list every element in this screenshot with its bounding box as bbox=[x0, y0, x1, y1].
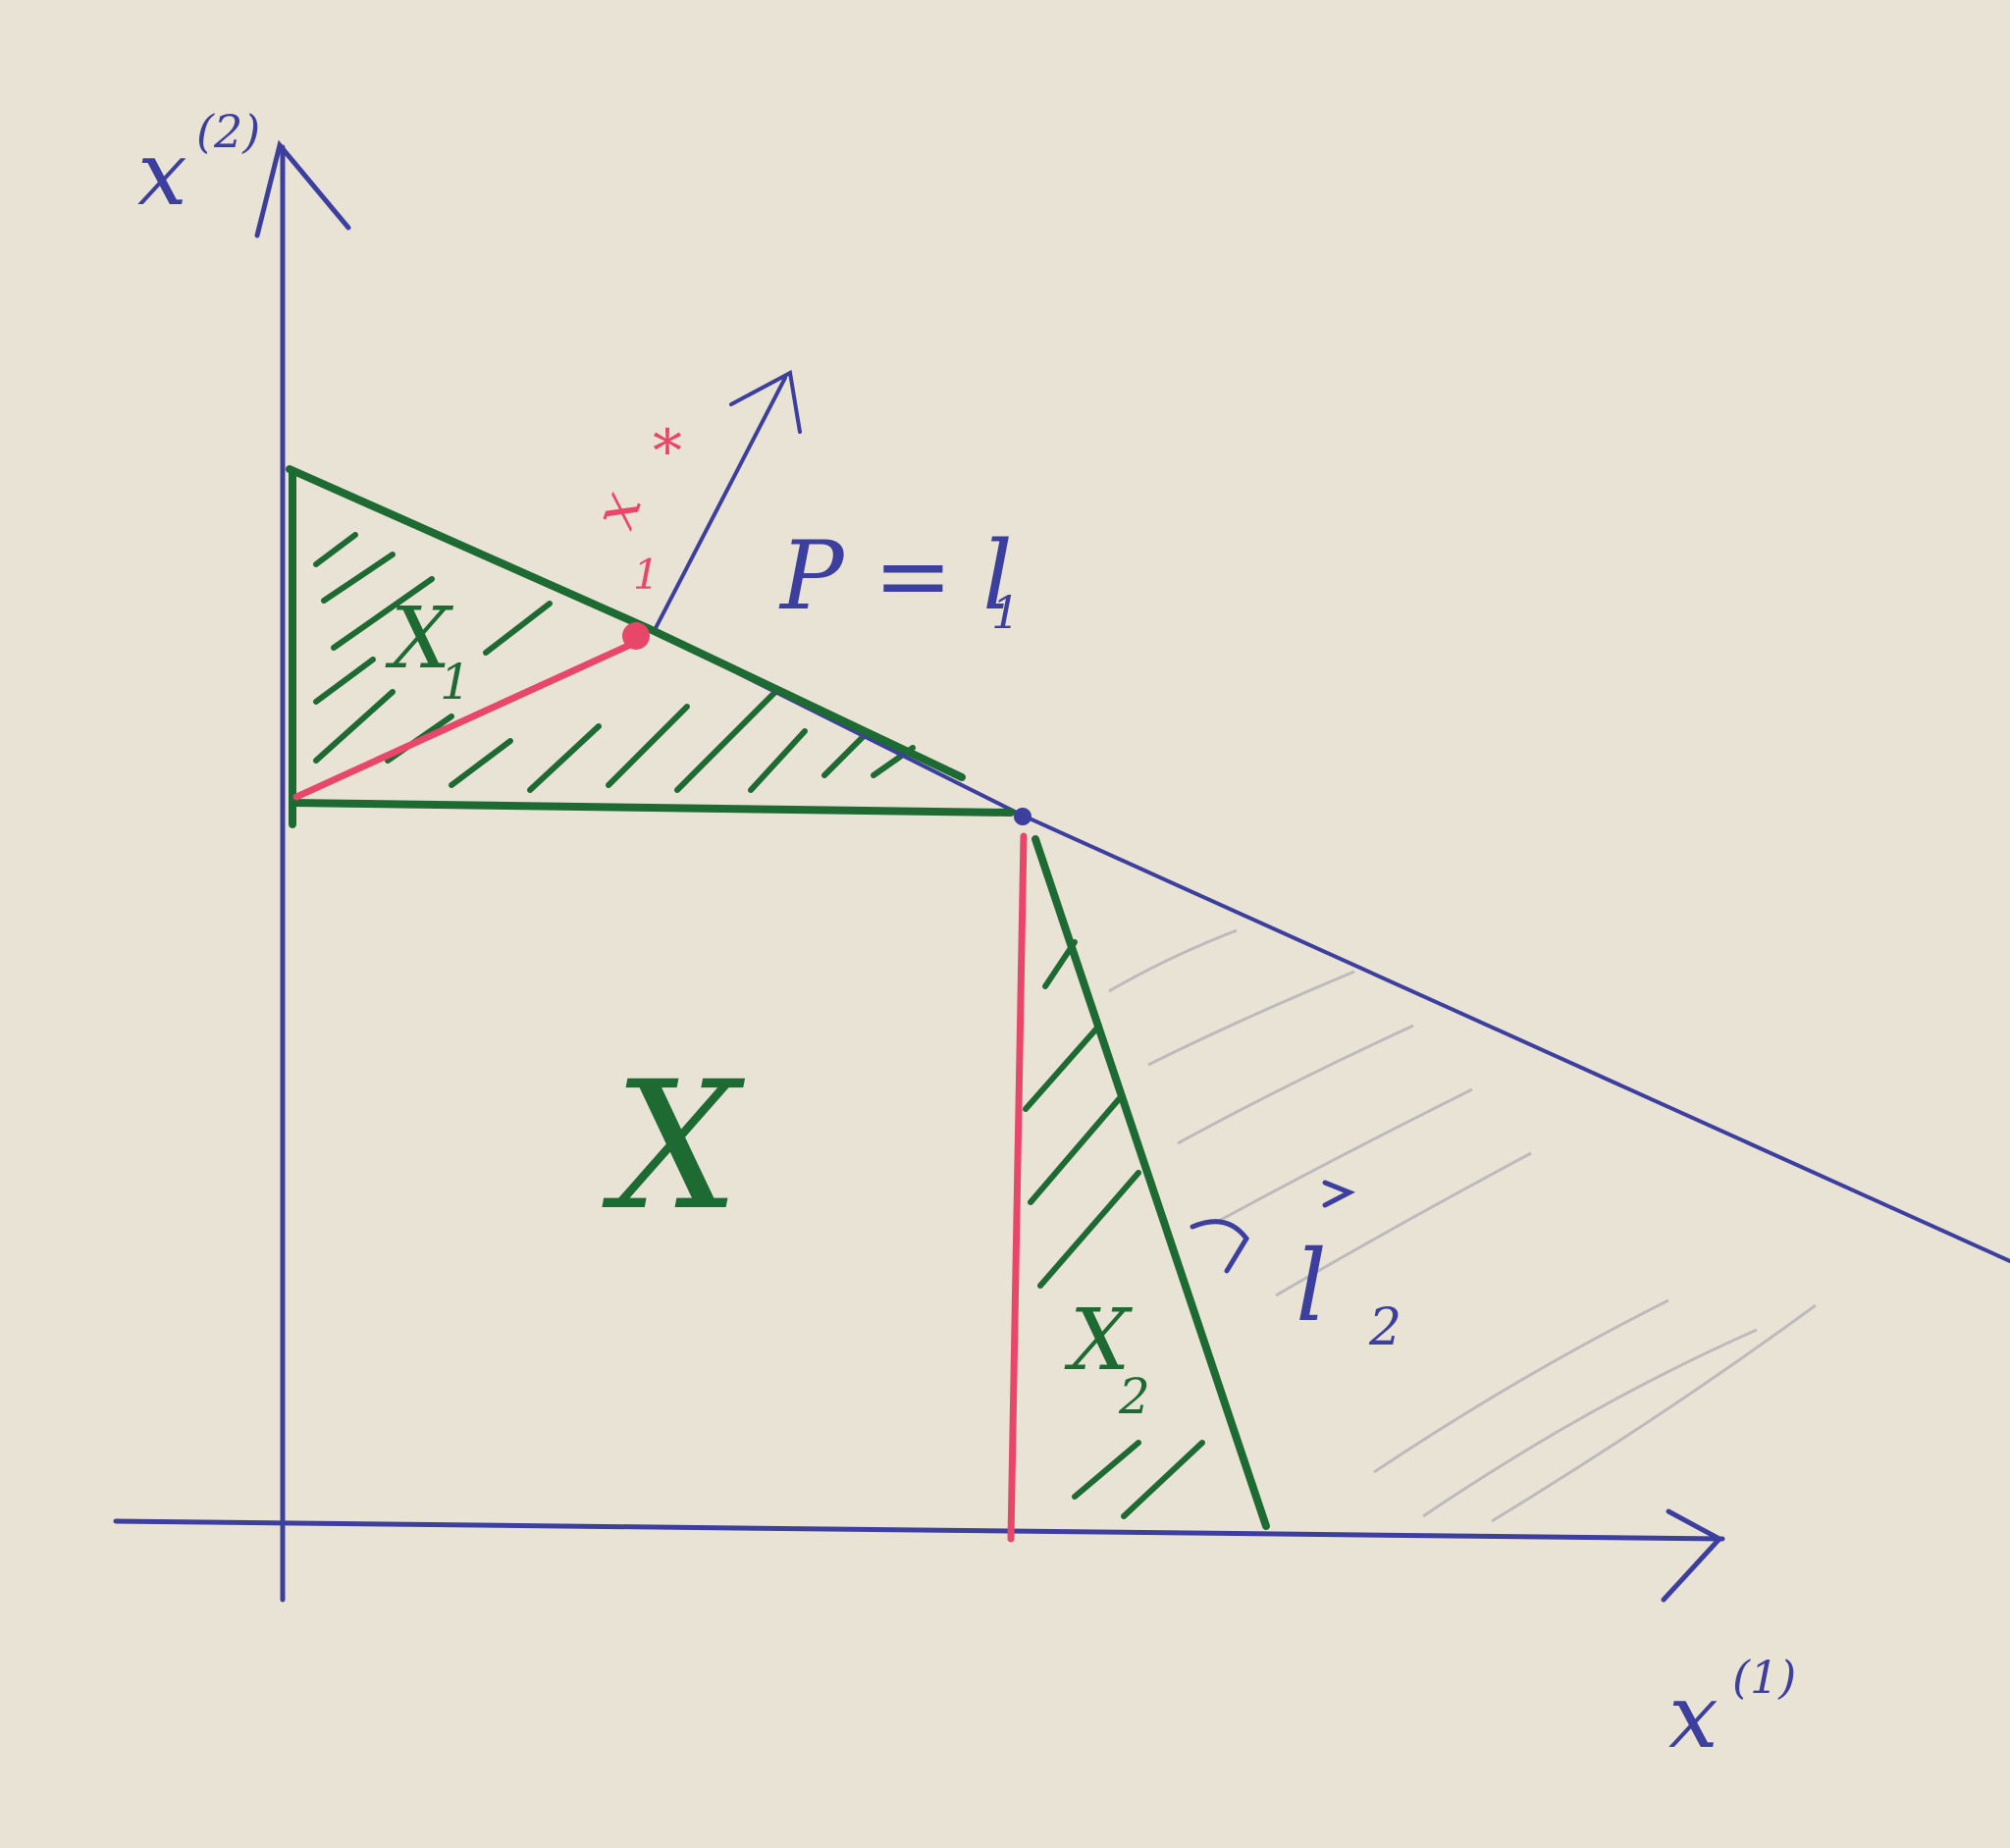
svg-text:X: X bbox=[602, 1044, 746, 1249]
red-segments bbox=[292, 642, 1028, 1543]
svg-text:(2): (2) bbox=[196, 105, 260, 158]
svg-text:(1): (1) bbox=[1732, 1651, 1796, 1704]
x-axis-line bbox=[113, 1518, 1725, 1542]
x-axis-label: x (1) bbox=[1668, 1651, 1796, 1769]
x1-top-edge bbox=[286, 465, 966, 781]
vertex-point bbox=[1014, 808, 1031, 825]
l2-edge bbox=[1031, 835, 1270, 1530]
svg-text:1: 1 bbox=[991, 586, 1020, 639]
svg-text:x: x bbox=[1668, 1665, 1719, 1769]
optimum-label: x 1 * bbox=[580, 417, 682, 599]
svg-text:*: * bbox=[653, 417, 682, 486]
green-boundaries bbox=[286, 465, 1270, 1530]
axes bbox=[113, 139, 1725, 1603]
normal-arrow bbox=[654, 369, 802, 630]
line-l2-label: l 2 bbox=[1190, 1180, 1402, 1357]
svg-text:x: x bbox=[137, 123, 187, 226]
set-x1-label: X 1 bbox=[385, 590, 471, 711]
svg-text:1: 1 bbox=[633, 551, 660, 599]
svg-text:1: 1 bbox=[440, 654, 471, 711]
set-x2-region bbox=[1023, 939, 1205, 1519]
svg-text:2: 2 bbox=[1118, 1368, 1150, 1425]
optimum-point bbox=[622, 622, 650, 650]
set-x-label: X bbox=[602, 1044, 746, 1249]
faint-hatching bbox=[1108, 928, 1817, 1523]
svg-text:X: X bbox=[385, 590, 454, 688]
svg-text:X: X bbox=[1064, 1292, 1134, 1390]
svg-text:P = l: P = l bbox=[778, 521, 1013, 631]
x-axis-arrowhead bbox=[1661, 1508, 1724, 1603]
y-axis-label: x (2) bbox=[137, 105, 260, 226]
set-x2-label: X 2 bbox=[1064, 1292, 1150, 1425]
line-l1-label: P = l 1 bbox=[778, 521, 1020, 639]
x1-bottom-edge bbox=[289, 799, 1015, 817]
svg-text:2: 2 bbox=[1368, 1298, 1402, 1357]
svg-text:l: l bbox=[1296, 1229, 1327, 1344]
y-axis-arrowhead bbox=[254, 139, 351, 238]
l2-arrow-mark bbox=[1190, 1180, 1355, 1274]
svg-text:x: x bbox=[580, 483, 656, 538]
